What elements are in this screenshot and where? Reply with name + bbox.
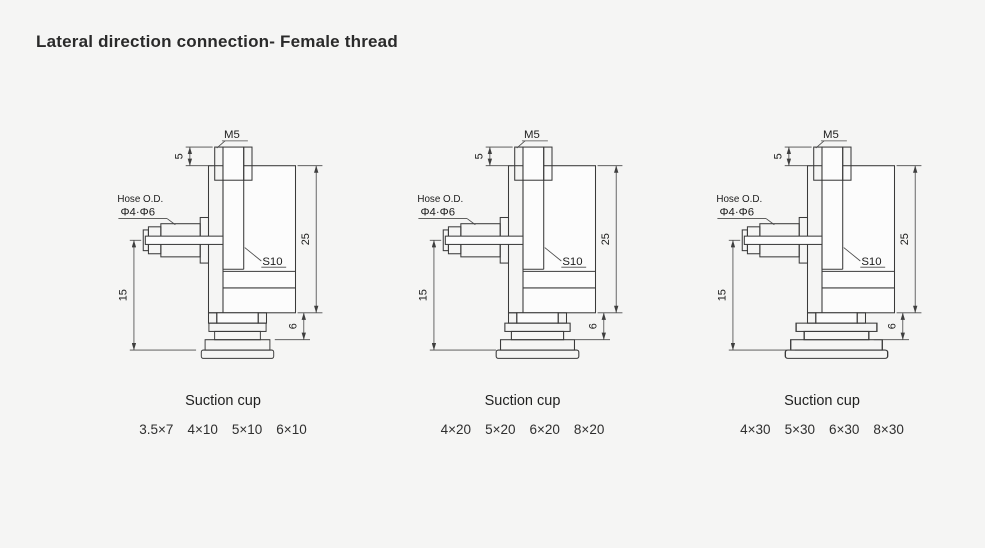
- dimension-body-height: 25: [896, 165, 922, 314]
- dimension-side: 15: [417, 239, 496, 351]
- m5-label: M5: [815, 129, 847, 149]
- cup-group: [495, 322, 579, 359]
- technical-drawing: M5 5 25 6: [417, 129, 622, 359]
- suction-cup-caption: Suction cup: [484, 393, 561, 409]
- s10-text: S10: [861, 256, 881, 268]
- body-block: [207, 165, 297, 314]
- hose-od-title-text: Hose O.D.: [716, 194, 762, 205]
- dimension-body-height: 25: [597, 165, 622, 314]
- thread-size-text: M5: [224, 129, 240, 141]
- size-item: 4×10: [187, 422, 218, 437]
- suction-cup-sizes: 4×20 5×20 6×20 8×20: [378, 422, 668, 437]
- size-item: 6×20: [529, 422, 560, 437]
- size-item: 5×10: [231, 422, 263, 437]
- top-port: [214, 146, 253, 181]
- suction-cup: [200, 312, 275, 359]
- dim-25-text: 25: [899, 233, 911, 245]
- suction-cup-sizes: 4×30 5×30 6×30 8×30: [677, 422, 967, 437]
- dim-15-text: 15: [417, 289, 429, 301]
- size-item: 5×30: [784, 422, 815, 437]
- dim-25-text: 25: [599, 233, 611, 245]
- figures-row: M5 5 25 6: [78, 116, 967, 437]
- top-port: [813, 146, 852, 181]
- hose-fitting: [142, 216, 224, 264]
- s10-leader: S10: [244, 247, 287, 268]
- dim-5-text: 5: [773, 153, 785, 159]
- hose-od-label: Hose O.D. Φ4·Φ6: [716, 194, 775, 226]
- dim-5-text: 5: [174, 153, 186, 159]
- hose-od-sizes-text: Φ4·Φ6: [719, 206, 754, 218]
- figure-caption: Suction cup 3.5×7 4×10 5×10 6×10: [78, 393, 368, 437]
- cup-group: [200, 322, 275, 359]
- size-item: 8×20: [573, 422, 605, 437]
- dim-15-text: 15: [118, 289, 130, 301]
- size-item: 5×20: [485, 422, 516, 437]
- hose-od-title-text: Hose O.D.: [117, 194, 163, 205]
- dimension-bottom: 6: [574, 312, 610, 341]
- s10-text: S10: [562, 256, 582, 268]
- s10-text: S10: [262, 256, 282, 268]
- dimension-thread-depth: 5: [773, 146, 812, 167]
- drawing-figure: M5 5 25 6: [78, 116, 368, 437]
- hose-fitting: [741, 216, 823, 264]
- technical-drawing: M5 5 25 6: [716, 129, 922, 359]
- dim-6-text: 6: [887, 323, 899, 329]
- m5-label: M5: [516, 129, 548, 149]
- top-port: [513, 146, 553, 181]
- page-title: Lateral direction connection- Female thr…: [36, 32, 398, 51]
- dim-5-text: 5: [473, 153, 485, 159]
- dimension-body-height: 25: [297, 165, 323, 314]
- dim-6-text: 6: [288, 323, 300, 329]
- hose-od-label: Hose O.D. Φ4·Φ6: [117, 194, 176, 226]
- thread-size-text: M5: [823, 129, 839, 141]
- suction-cup: [784, 312, 889, 359]
- size-item: 6×10: [276, 422, 307, 437]
- dim-6-text: 6: [587, 323, 599, 329]
- thread-size-text: M5: [524, 129, 540, 141]
- m5-label: M5: [216, 129, 248, 149]
- dim-15-text: 15: [717, 289, 729, 301]
- suction-cup-caption: Suction cup: [185, 393, 261, 409]
- body-block: [806, 165, 896, 314]
- hose-od-title-text: Hose O.D.: [417, 194, 463, 205]
- size-item: 4×20: [440, 422, 472, 437]
- dimension-bottom: 6: [274, 312, 310, 341]
- body-block: [507, 165, 596, 314]
- size-item: 3.5×7: [139, 422, 174, 437]
- s10-leader: S10: [843, 247, 886, 268]
- technical-drawing: M5 5 25 6: [117, 129, 323, 359]
- dimension-thread-depth: 5: [174, 146, 213, 167]
- size-item: 8×30: [873, 422, 904, 437]
- dimension-thread-depth: 5: [473, 146, 513, 167]
- suction-cup-caption: Suction cup: [784, 393, 860, 409]
- size-item: 4×30: [740, 422, 771, 437]
- hose-od-label: Hose O.D. Φ4·Φ6: [417, 194, 476, 226]
- dimension-side: 15: [717, 239, 796, 351]
- drawing-figure: M5 5 25 6: [378, 116, 668, 437]
- suction-cup: [495, 312, 579, 359]
- hose-od-sizes-text: Φ4·Φ6: [420, 206, 455, 218]
- cup-group: [784, 322, 889, 359]
- figure-caption: Suction cup 4×20 5×20 6×20 8×20: [378, 393, 668, 437]
- figure-caption: Suction cup 4×30 5×30 6×30 8×30: [677, 393, 967, 437]
- hose-fitting: [442, 216, 524, 264]
- dimension-bottom: 6: [873, 312, 909, 341]
- dimension-side: 15: [118, 239, 197, 351]
- suction-cup-sizes: 3.5×7 4×10 5×10 6×10: [78, 422, 368, 437]
- hose-od-sizes-text: Φ4·Φ6: [120, 206, 155, 218]
- drawing-figure: M5 5 25 6: [677, 116, 967, 437]
- size-item: 6×30: [829, 422, 860, 437]
- s10-leader: S10: [543, 247, 586, 268]
- dim-25-text: 25: [300, 233, 312, 245]
